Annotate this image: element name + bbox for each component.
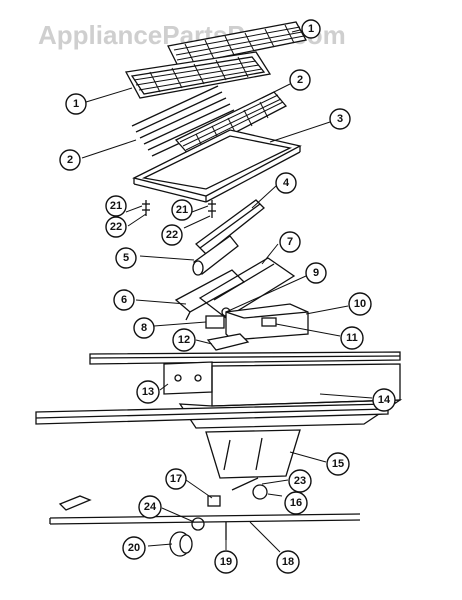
callout-18: 18 <box>276 550 300 574</box>
svg-text:23: 23 <box>294 475 306 487</box>
callout-2-left: 2 <box>59 149 81 171</box>
callout-6: 6 <box>113 289 135 311</box>
svg-text:22: 22 <box>110 221 122 233</box>
side-rail-lower <box>35 403 389 425</box>
svg-text:13: 13 <box>142 386 154 398</box>
burner-bracket <box>174 269 246 321</box>
callout-22-left: 22 <box>105 216 127 238</box>
svg-text:1: 1 <box>73 98 79 110</box>
callout-12: 12 <box>172 328 196 352</box>
leader-lines <box>81 29 373 553</box>
callout-11: 11 <box>340 326 364 350</box>
callout-4: 4 <box>275 172 297 194</box>
clip-left <box>142 200 150 216</box>
svg-text:11: 11 <box>346 332 358 344</box>
callout-21-right: 21 <box>171 199 193 221</box>
svg-text:9: 9 <box>313 267 319 279</box>
valve-assembly <box>231 477 268 500</box>
svg-text:2: 2 <box>297 74 303 86</box>
svg-text:1: 1 <box>308 23 314 35</box>
callout-1-top: 1 <box>301 19 321 39</box>
callout-7: 7 <box>279 231 301 253</box>
drip-tray <box>132 129 302 203</box>
gas-manifold <box>49 495 361 525</box>
callout-24: 24 <box>138 495 162 519</box>
clip-right <box>208 200 216 218</box>
svg-text:16: 16 <box>290 497 302 509</box>
svg-text:6: 6 <box>121 294 127 306</box>
callout-19: 19 <box>214 550 238 574</box>
svg-text:2: 2 <box>67 154 73 166</box>
grate-lower <box>124 51 272 99</box>
svg-text:21: 21 <box>176 204 188 216</box>
svg-text:21: 21 <box>110 200 122 212</box>
svg-text:14: 14 <box>378 394 391 406</box>
svg-text:3: 3 <box>337 113 343 125</box>
gasket <box>206 333 250 351</box>
callout-20: 20 <box>122 536 146 560</box>
callout-3: 3 <box>329 108 351 130</box>
svg-text:18: 18 <box>282 556 294 568</box>
control-knob <box>169 531 193 557</box>
svg-text:22: 22 <box>166 229 178 241</box>
callout-9: 9 <box>305 262 327 284</box>
callout-21-left: 21 <box>105 195 127 217</box>
callout-2-right: 2 <box>289 69 311 91</box>
support-brackets <box>205 429 301 479</box>
svg-text:4: 4 <box>283 177 290 189</box>
svg-text:19: 19 <box>220 556 232 568</box>
callout-15: 15 <box>326 452 350 476</box>
grate-top <box>167 21 307 67</box>
fittings <box>191 495 221 531</box>
callout-22-right: 22 <box>161 224 183 246</box>
svg-text:10: 10 <box>354 298 366 310</box>
svg-text:17: 17 <box>170 473 182 485</box>
side-rail-upper <box>89 351 401 365</box>
callout-5: 5 <box>115 247 137 269</box>
burner-tube <box>192 235 239 276</box>
callout-1: 1 <box>65 93 87 115</box>
callout-8: 8 <box>133 317 155 339</box>
svg-text:24: 24 <box>144 501 157 513</box>
callout-13: 13 <box>136 380 160 404</box>
control-bracket <box>163 361 213 395</box>
callout-16: 16 <box>284 491 308 515</box>
svg-text:15: 15 <box>332 458 344 470</box>
callout-23: 23 <box>288 469 312 493</box>
svg-text:8: 8 <box>141 322 147 334</box>
svg-text:12: 12 <box>178 334 190 346</box>
burner-shield <box>195 199 265 255</box>
svg-text:7: 7 <box>287 236 293 248</box>
callout-10: 10 <box>348 292 372 316</box>
svg-text:20: 20 <box>128 542 140 554</box>
callout-14: 14 <box>372 388 396 412</box>
svg-text:5: 5 <box>123 252 129 264</box>
igniter <box>261 317 277 327</box>
callout-17: 17 <box>165 468 187 490</box>
